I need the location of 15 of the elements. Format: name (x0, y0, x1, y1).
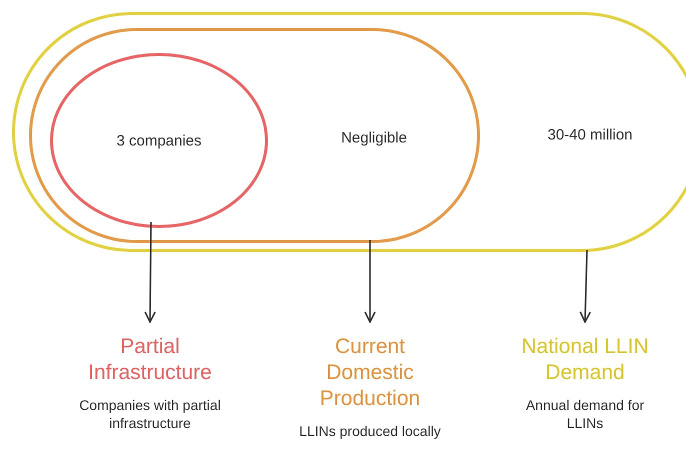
description-text: Annual demand for LLINs (524, 396, 646, 432)
circle-shape (50, 53, 268, 228)
category-heading: National LLIN Demand (520, 334, 650, 386)
pill-shape (29, 28, 480, 243)
category-heading: Current Domestic Production (318, 334, 422, 412)
category-heading: Partial Infrastructure (87, 334, 213, 386)
arrow (579, 250, 592, 323)
arrow (364, 240, 376, 323)
value-label: Negligible (341, 130, 407, 146)
description-text: LLINs produced locally (298, 422, 442, 440)
description-text: Companies with partial infrastructure (78, 396, 222, 432)
arrow (144, 222, 156, 323)
value-label: 3 companies (116, 132, 202, 150)
pill-shape (12, 12, 686, 252)
value-label: 30-40 million (547, 126, 633, 144)
